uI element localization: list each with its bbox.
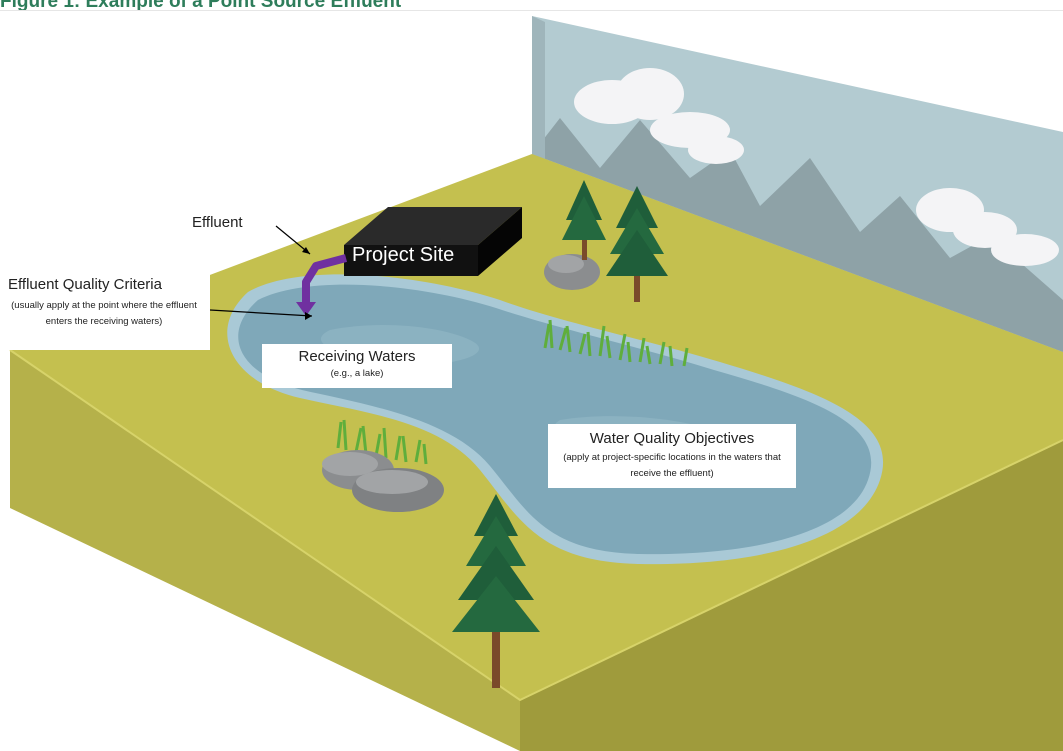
receiving-waters-title: Receiving Waters (298, 348, 416, 365)
criteria-pointer-arrow (209, 309, 313, 320)
rock-back (544, 254, 600, 290)
receiving-waters-note: (e.g., a lake) (330, 368, 384, 379)
effluent-label: Effluent (192, 214, 243, 231)
project-site-label: Project Site (352, 244, 455, 266)
effluent-pipe (302, 254, 348, 304)
reeds-right (543, 319, 689, 367)
tree-back-right (606, 186, 668, 302)
effluent-pipe-arrowhead (296, 302, 316, 316)
project-site-building (344, 207, 522, 276)
cloud-1 (574, 68, 744, 164)
effluent-quality-criteria-note: (usually apply at the point where the ef… (11, 300, 197, 327)
title-divider (0, 10, 1063, 11)
tree-back-left (562, 180, 606, 260)
mountain-range (532, 118, 1063, 352)
receiving-waters-callout: Receiving Waters (e.g., a lake) (262, 344, 452, 388)
rocks-left (322, 450, 444, 512)
water-quality-objectives-note: (apply at project-specific locations in … (563, 452, 781, 479)
effluent-quality-criteria-title: Effluent Quality Criteria (8, 276, 162, 293)
effluent-pointer-arrow (275, 225, 311, 255)
figure-title: Figure 1: Example of a Point Source Effl… (0, 0, 402, 12)
water-quality-objectives-title: Water Quality Objectives (589, 430, 755, 447)
tree-front (452, 494, 540, 688)
effluent-quality-criteria-callout: Effluent Quality Criteria (usually apply… (0, 274, 210, 350)
cloud-2 (916, 188, 1059, 266)
reeds-left (336, 419, 428, 465)
water-quality-objectives-callout: Water Quality Objectives (apply at proje… (548, 424, 796, 488)
